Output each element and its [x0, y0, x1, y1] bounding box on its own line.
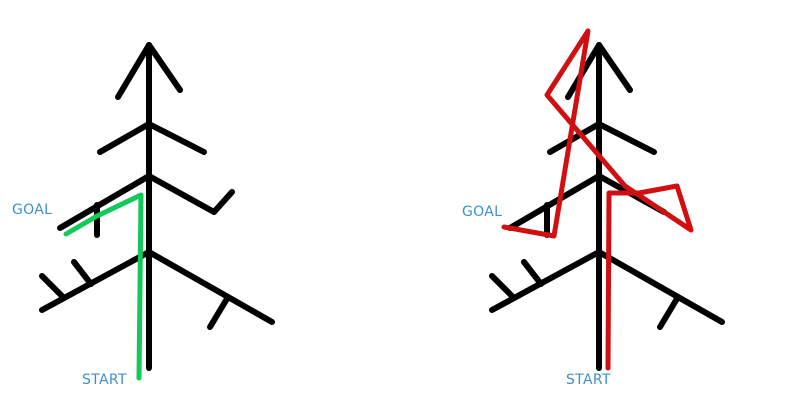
left-tree-lines — [39, 42, 275, 371]
right-branch-level-3 — [489, 249, 725, 325]
left-twig-right-2 — [211, 189, 235, 215]
right-twig-a — [489, 273, 517, 301]
right-twig-b — [521, 259, 544, 287]
left-goal-label: GOAL — [12, 202, 53, 218]
left-branch-level-1 — [97, 121, 207, 155]
left-branch-level-2 — [57, 173, 217, 231]
right-twig-c — [657, 294, 681, 330]
right-goal-label: GOAL — [462, 204, 503, 220]
right-branch-level-2 — [507, 173, 667, 231]
left-start-label: START — [82, 372, 127, 388]
left-twig-b — [71, 259, 94, 287]
right-start-label: START — [566, 372, 611, 388]
left-twig-c — [207, 294, 231, 330]
left-branch-level-3 — [39, 249, 275, 325]
right-branch-level-1 — [547, 121, 657, 155]
right-tree — [489, 28, 725, 371]
left-top-branch — [115, 42, 183, 100]
left-twig-a — [39, 273, 67, 301]
right-failed-path — [501, 28, 694, 371]
left-tree — [39, 42, 275, 381]
left-solution-path — [63, 192, 144, 381]
